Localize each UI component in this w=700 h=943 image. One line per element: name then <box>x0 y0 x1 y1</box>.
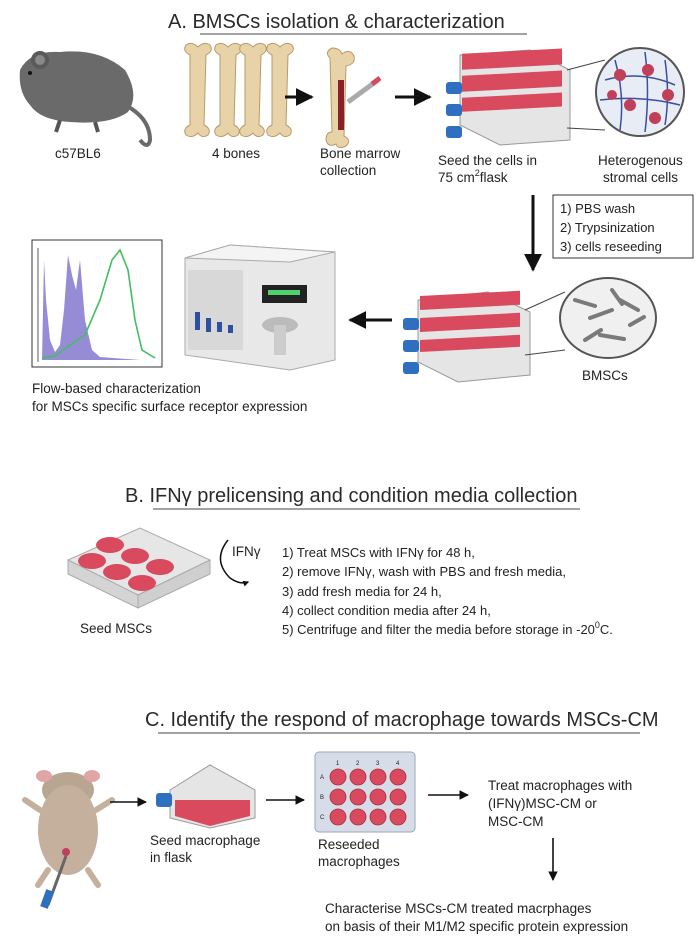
plate-col-3: 3 <box>376 761 380 767</box>
bmscs-flask-icon <box>403 290 531 383</box>
plate-row-c: C <box>320 815 325 821</box>
flow-histogram <box>31 239 163 368</box>
step-3: 3) cells reseeding <box>560 239 662 254</box>
reseeded-label-2: macrophages <box>318 854 400 869</box>
treat-label-3: MSC-CM <box>488 814 544 829</box>
six-well-plate-icon <box>66 527 212 609</box>
stromal-label-2: stromal cells <box>603 170 678 185</box>
treat-label-1: Treat macrophages with <box>488 778 632 793</box>
mouse-label: c57BL6 <box>55 146 101 161</box>
plate-row-b: B <box>320 795 324 801</box>
steps-box <box>552 194 694 259</box>
seed-macrophage-label-2: in flask <box>150 850 192 865</box>
bones-icon <box>184 42 294 138</box>
section-b-title: B. IFNγ prelicensing and condition media… <box>125 485 577 507</box>
bones-label: 4 bones <box>212 146 260 161</box>
zoom-line-2-top <box>524 291 566 311</box>
mouse-injection-icon <box>22 770 115 909</box>
b-step-5a: 5) Centrifuge and filter the media befor… <box>282 622 595 637</box>
flow-label-2: for MSCs specific surface receptor expre… <box>32 399 307 414</box>
b-step-3: 3) add fresh media for 24 h, <box>282 584 442 599</box>
final-label-1: Characterise MSCs-CM treated macrphages <box>325 901 592 916</box>
b-step-2: 2) remove IFNγ, wash with PBS and fresh … <box>282 564 566 579</box>
seed-label-2: 75 cm2flask <box>438 168 508 185</box>
zoom-line-top <box>566 59 606 71</box>
seed-label-2c: flask <box>480 170 508 185</box>
b-step-5: 5) Centrifuge and filter the media befor… <box>282 620 613 637</box>
stromal-label-1: Heterogenous <box>598 153 683 168</box>
flow-cytometer-icon <box>184 244 336 371</box>
twelve-well-plate-icon: 1 2 3 4 A B C <box>314 751 416 833</box>
marrow-label-1: Bone marrow <box>320 146 401 161</box>
seed-label-1: Seed the cells in <box>438 153 537 168</box>
plate-col-4: 4 <box>396 761 400 767</box>
mouse-icon <box>19 51 153 147</box>
flask-stack-icon <box>446 48 571 146</box>
reseeded-label-1: Reseeded <box>318 837 380 852</box>
macrophage-flask-icon <box>156 764 256 829</box>
section-a-title: A. BMSCs isolation & characterization <box>168 11 505 33</box>
plate-col-1: 1 <box>336 761 340 767</box>
ifn-label: IFNγ <box>232 544 261 559</box>
step-2: 2) Trypsinization <box>560 220 655 235</box>
stromal-cells-icon <box>595 47 685 137</box>
bmscs-cells-icon <box>559 277 657 359</box>
seed-label-2a: 75 cm <box>438 170 475 185</box>
treat-label-2: (IFNγ)MSC-CM or <box>488 796 597 811</box>
section-c-title: C. Identify the respond of macrophage to… <box>145 709 659 731</box>
plate-row-a: A <box>320 775 324 781</box>
step-1: 1) PBS wash <box>560 201 635 216</box>
b-step-4: 4) collect condition media after 24 h, <box>282 603 491 618</box>
bone-syringe-icon <box>325 47 382 149</box>
final-label-2: on basis of their M1/M2 specific protein… <box>325 919 628 934</box>
bmscs-label: BMSCs <box>582 368 628 383</box>
ifn-curved-arrow <box>219 539 250 587</box>
seed-mscs-label: Seed MSCs <box>80 621 152 636</box>
seed-label-2b: 2 <box>475 168 480 178</box>
b-step-1: 1) Treat MSCs with IFNγ for 48 h, <box>282 545 475 560</box>
plate-col-2: 2 <box>356 761 360 767</box>
flow-label-1: Flow-based characterization <box>32 381 201 396</box>
b-step-5c: C. <box>600 622 613 637</box>
marrow-label-2: collection <box>320 163 376 178</box>
zoom-line-bottom <box>566 127 606 131</box>
zoom-line-2-bottom <box>524 349 566 356</box>
b-step-5b: 0 <box>595 620 600 630</box>
seed-macrophage-label-1: Seed macrophage <box>150 833 260 848</box>
